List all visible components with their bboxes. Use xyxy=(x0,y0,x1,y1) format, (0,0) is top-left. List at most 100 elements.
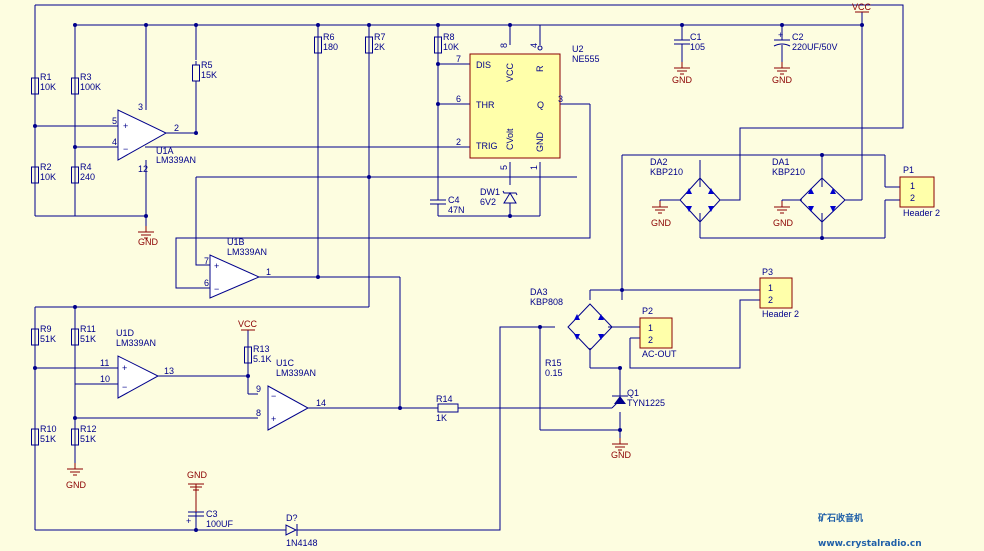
opamp-U1D: + − 11 10 13 U1D LM339AN xyxy=(100,328,174,399)
resistor-R14: R14 1K xyxy=(430,394,462,423)
pin-1: 1 xyxy=(648,323,653,333)
pin-label-thr: THR xyxy=(476,100,495,110)
ref-label: C2 xyxy=(792,32,804,42)
ref-label: DA2 xyxy=(650,157,668,167)
ref-label: U1A xyxy=(156,146,174,156)
pin-minus: 10 xyxy=(100,374,110,384)
ref-label: R14 xyxy=(436,394,453,404)
pin-3: 3 xyxy=(558,94,563,104)
ref-label: R11 xyxy=(80,324,96,334)
ref-label: U1C xyxy=(276,358,295,368)
header-P3: 1 2 P3 Header 2 xyxy=(759,267,799,319)
value-label: 1K xyxy=(436,413,447,423)
ref-label: R13 xyxy=(253,344,270,354)
resistor-R6: R6 180 xyxy=(314,32,338,58)
gnd-symbol-c1: GND xyxy=(672,61,693,85)
ref-label: U1B xyxy=(227,237,245,247)
ref-label: R1 xyxy=(40,72,52,82)
resistor-R9: R9 51K xyxy=(31,324,56,350)
pin-minus: 6 xyxy=(204,278,209,288)
svg-text:GND: GND xyxy=(651,218,672,228)
ref-label: R9 xyxy=(40,324,52,334)
pin-minus: 4 xyxy=(112,137,117,147)
ref-label: R5 xyxy=(201,60,213,70)
minus-sign-top: − xyxy=(271,391,276,401)
svg-text:GND: GND xyxy=(672,75,693,85)
pin-label-gnd: GND xyxy=(535,132,545,153)
pin-2: 2 xyxy=(648,335,653,345)
pin-2: 2 xyxy=(910,193,915,203)
ref-label: R15 xyxy=(545,358,562,368)
pin-7: 7 xyxy=(456,54,461,64)
pin-out: 1 xyxy=(266,267,271,277)
wires xyxy=(34,4,904,531)
value-label: 2K xyxy=(374,42,385,52)
resistor-R13: R13 5.1K xyxy=(244,342,272,368)
ref-label: R2 xyxy=(40,162,52,172)
part-label: Header 2 xyxy=(762,309,799,319)
resistor-R15: R15 0.15 xyxy=(539,358,563,378)
part-label: NE555 xyxy=(572,54,600,64)
pin-4: 4 xyxy=(529,43,539,48)
pin-label-q: Q xyxy=(537,100,544,110)
part-label: LM339AN xyxy=(227,247,267,257)
ref-label: R6 xyxy=(323,32,335,42)
plus-sign: + xyxy=(123,121,128,131)
value-label: 100K xyxy=(80,82,101,92)
header-P1: 1 2 P1 Header 2 xyxy=(899,165,940,218)
watermark: 矿石收音机 www.crystalradio.cn xyxy=(818,512,922,549)
value-label: 51K xyxy=(40,434,56,444)
part-label: AC-OUT xyxy=(642,349,677,359)
watermark-url: www.crystalradio.cn xyxy=(818,539,922,549)
ref-label: P2 xyxy=(642,306,653,316)
opamp-U1C: − + 9 8 14 U1C LM339AN xyxy=(256,358,326,431)
svg-text:GND: GND xyxy=(138,237,159,247)
plus-sign: + xyxy=(122,363,127,373)
ref-label: U1D xyxy=(116,328,135,338)
gnd-symbol-c2: GND xyxy=(772,61,793,85)
value-label: 1N4148 xyxy=(286,538,318,548)
value-label: 10K xyxy=(40,172,56,182)
ref-label: C4 xyxy=(448,195,460,205)
ref-label: R4 xyxy=(80,162,92,172)
resistor-R5: R5 15K xyxy=(192,60,217,86)
bridge-DA1: DA1 KBP210 xyxy=(772,157,846,223)
pin-1: 1 xyxy=(768,283,773,293)
resistor-R10: R10 51K xyxy=(31,424,57,450)
svg-text:GND: GND xyxy=(772,75,793,85)
value-label: 51K xyxy=(80,434,96,444)
value-label: 15K xyxy=(201,70,217,80)
value-label: 240 xyxy=(80,172,95,182)
value-label: 100UF xyxy=(206,519,234,529)
ref-label: R7 xyxy=(374,32,386,42)
bridge-DA3: DA3 KBP808 xyxy=(530,287,613,351)
part-label: TYN1225 xyxy=(627,398,665,408)
pin-label-r: R xyxy=(535,65,545,72)
capacitor-C4: C4 47N xyxy=(430,195,465,215)
pin-label-dis: DIS xyxy=(476,60,491,70)
value-label: 51K xyxy=(80,334,96,344)
thyristor-Q1: Q1 TYN1225 xyxy=(611,388,665,409)
pin-plus: 5 xyxy=(112,116,117,126)
ref-label: R12 xyxy=(80,424,97,434)
ref-label: P1 xyxy=(903,165,914,175)
pin-2: 2 xyxy=(768,295,773,305)
pin-gnd: 12 xyxy=(138,164,148,174)
bridge-DA2: DA2 KBP210 xyxy=(650,157,721,223)
capacitor-C2: + C2 220UF/50V xyxy=(773,30,838,62)
value-label: 180 xyxy=(323,42,338,52)
ref-label: R10 xyxy=(40,424,57,434)
polarity-mark: + xyxy=(186,516,191,526)
part-label: Header 2 xyxy=(903,208,940,218)
gnd-symbol-da1: GND xyxy=(773,200,794,228)
pin-label-vcc: VCC xyxy=(505,62,515,82)
pin-plus: 7 xyxy=(204,256,209,266)
ref-label: DA1 xyxy=(772,157,790,167)
capacitor-C3: + C3 100UF xyxy=(186,509,234,530)
ref-label: C1 xyxy=(690,32,702,42)
svg-text:GND: GND xyxy=(66,480,87,490)
pin-label-trig: TRIG xyxy=(476,141,498,151)
resistor-R4: R4 240 xyxy=(71,162,95,188)
resistor-R8: R8 10K xyxy=(434,32,459,58)
